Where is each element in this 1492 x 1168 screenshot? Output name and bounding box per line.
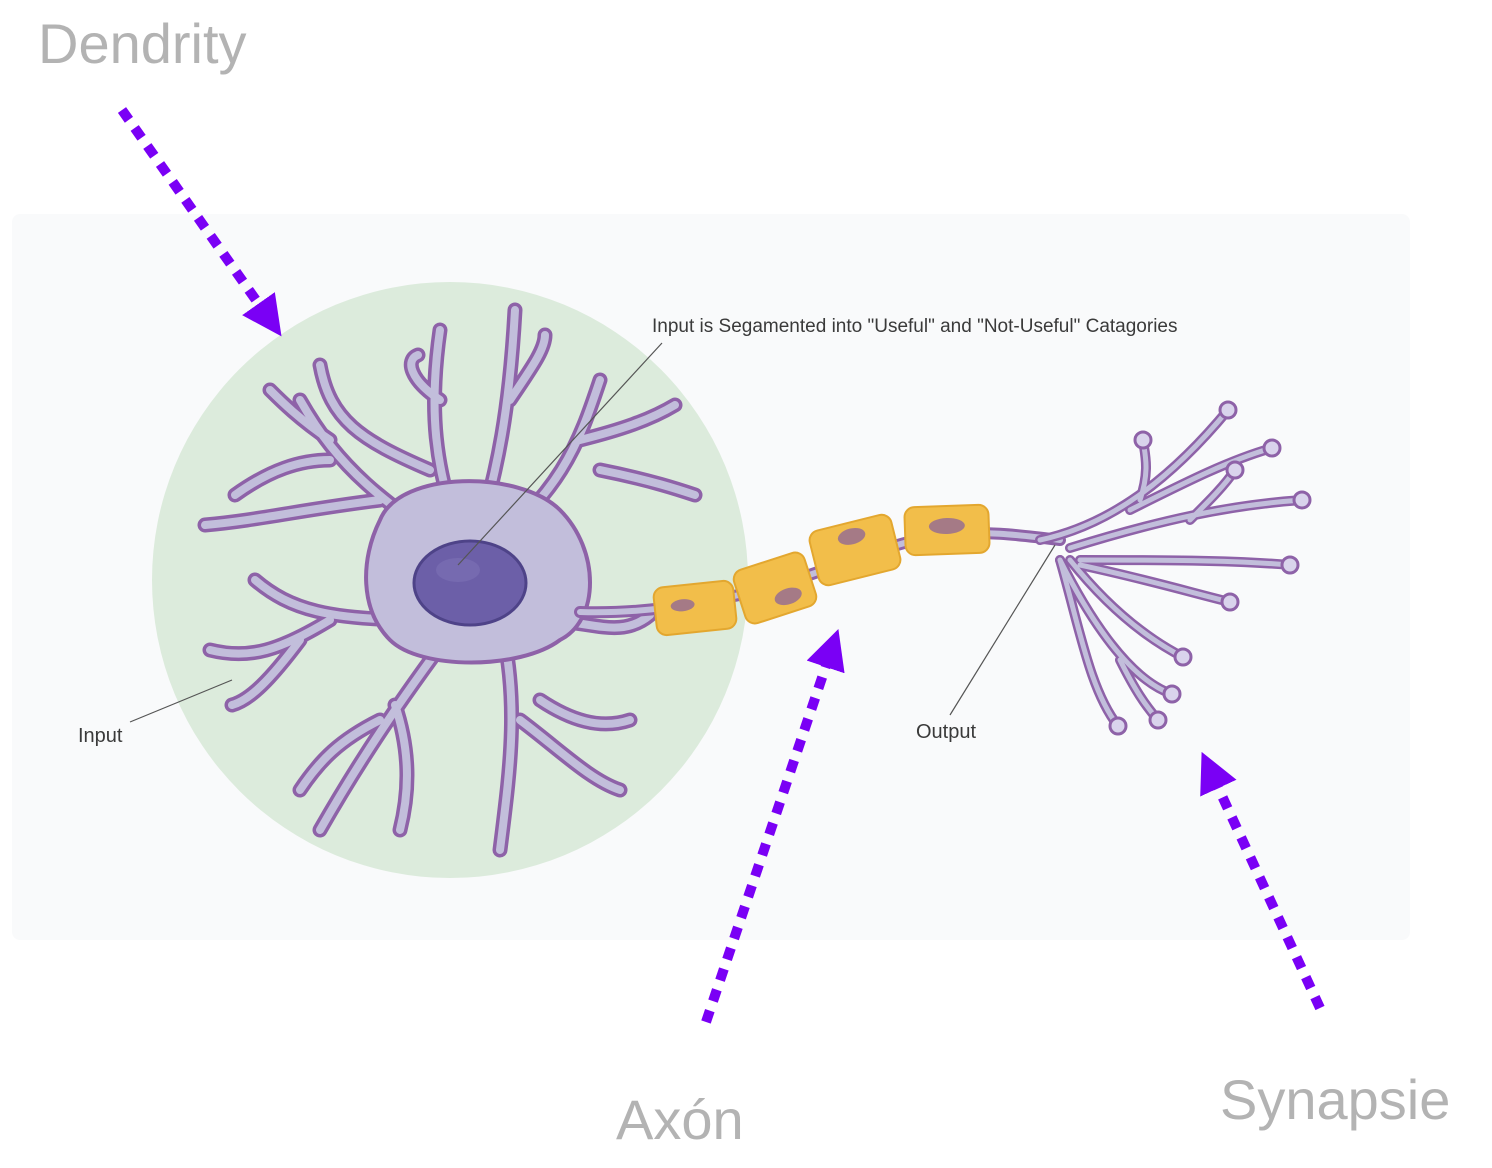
axon-terminals — [1035, 400, 1312, 736]
terminal-bulb — [1108, 716, 1128, 736]
synapsie-label: Synapsie — [1220, 1068, 1451, 1131]
input-leader-line — [129, 679, 233, 723]
terminal-bulb — [1148, 710, 1168, 730]
myelin-segment — [732, 551, 818, 625]
terminal-bulb — [1292, 490, 1312, 510]
terminal-bulb — [1280, 555, 1300, 575]
input-label: Input — [78, 725, 123, 747]
terminal-bulb — [1220, 592, 1240, 612]
terminal-bulb — [1133, 430, 1153, 450]
axon-label: Axón — [616, 1088, 744, 1151]
terminal-bulb — [1225, 460, 1245, 480]
dendrity-label: Dendrity — [38, 12, 247, 75]
myelin-segment — [903, 503, 991, 557]
myelin-segment — [652, 579, 738, 637]
nucleus-leader-line — [457, 342, 663, 566]
terminal-bulb — [1218, 400, 1238, 420]
terminal-bulb — [1262, 438, 1282, 458]
nucleus — [412, 539, 528, 627]
terminal-bulb — [1162, 684, 1182, 704]
dotted-arrow-icon — [701, 629, 845, 1024]
myelin-segment — [808, 513, 902, 587]
terminal-bulb — [1173, 647, 1193, 667]
output-leader-line — [949, 544, 1056, 716]
dotted-arrow-icon — [117, 107, 282, 337]
myelin-sheaths — [652, 503, 991, 637]
leader-lines — [129, 342, 1056, 723]
output-label: Output — [916, 721, 976, 743]
dotted-arrow-icon — [1200, 751, 1325, 1011]
nucleus-caption: Input is Segamented into "Useful" and "N… — [652, 316, 1177, 337]
